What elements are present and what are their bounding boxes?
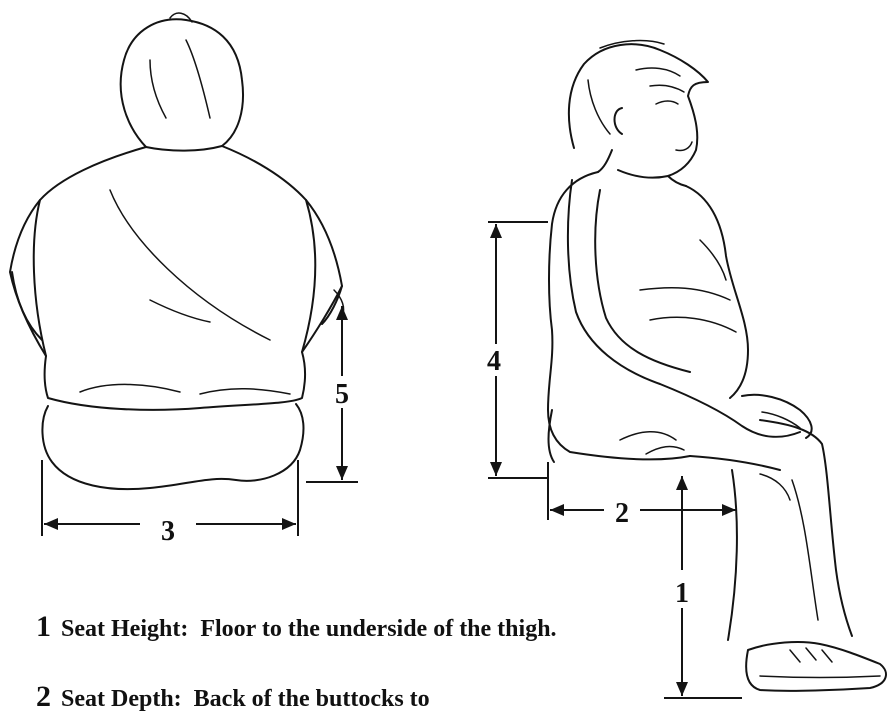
back-view-head [121,19,243,147]
dimension-5: 5 [306,306,358,482]
back-view-figure [10,13,344,489]
back-view-torso [10,146,342,410]
side-view-shoe [746,642,886,691]
legend-description: Back of the buttocks to [194,686,430,712]
dimension-4: 4 [487,222,548,478]
dimension-label-2: 2 [615,498,629,529]
legend-number: 2 [36,680,51,713]
back-view-seat [42,404,303,489]
dimension-label-5: 5 [335,379,349,410]
dimension-3: 3 [42,460,298,547]
dimension-label-3: 3 [161,516,175,547]
legend-number: 1 [36,610,51,643]
side-view-figure [548,41,886,691]
legend-item-seat-height: 1 Seat Height: Floor to the underside of t… [36,612,557,642]
dimension-label-1: 1 [675,578,689,609]
legend-item-seat-depth: 2 Seat Depth: Back of the buttocks to [36,682,430,712]
legend-description: Floor to the underside of the thigh. [200,616,556,642]
dimension-2: 2 [548,462,736,529]
side-view-head [569,44,708,177]
legend-term: Seat Height: [61,616,188,642]
legend-term: Seat Depth: [61,686,182,712]
dimension-label-4: 4 [487,346,501,377]
